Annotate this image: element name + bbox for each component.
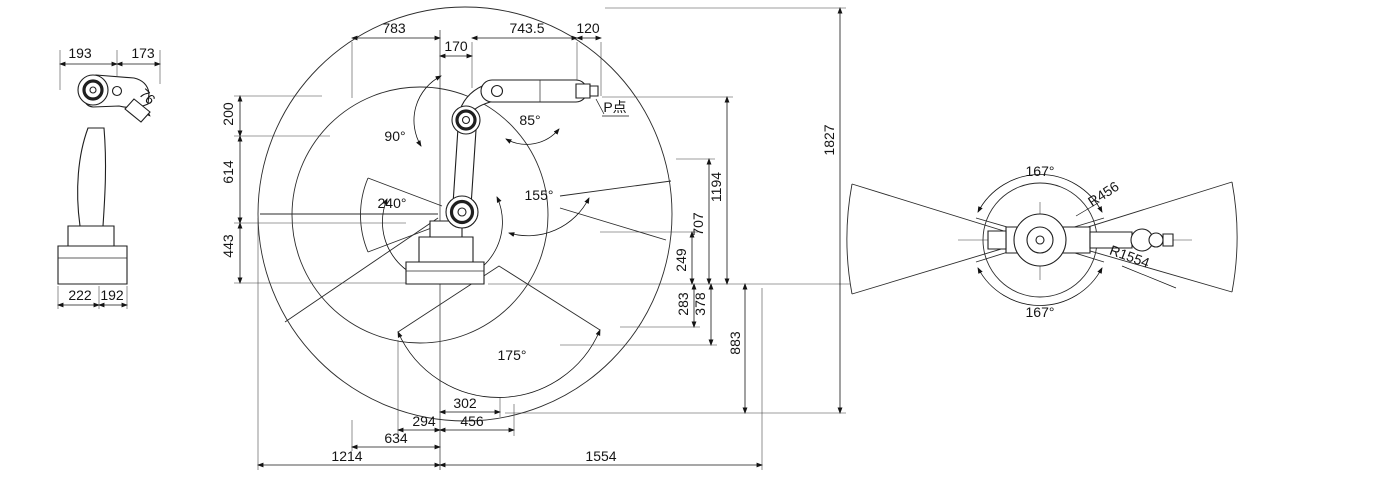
elbow-joint-ring — [455, 109, 477, 131]
dim-label-192: 192 — [100, 287, 124, 303]
dim-label-193: 193 — [68, 45, 92, 61]
forearm — [480, 79, 588, 103]
shoulder-joint-ring — [82, 79, 104, 101]
leader-lines — [595, 98, 1177, 289]
dim-label-222: 222 — [68, 287, 92, 303]
dim-label-170: 170 — [444, 38, 468, 54]
dim-label-294: 294 — [412, 413, 436, 429]
r1554-leader — [1121, 265, 1177, 289]
left-reach-arc — [846, 183, 853, 295]
column-link — [77, 127, 107, 227]
sector-radial-lines — [260, 213, 439, 323]
tool-flange — [1162, 233, 1174, 247]
inner-envelope-circle — [291, 86, 549, 344]
rotation-wedge-lines — [851, 181, 1233, 295]
robot-top-view — [987, 213, 1174, 267]
rear-housing — [987, 230, 1007, 250]
shoulder-joint-hub — [89, 86, 97, 94]
wrist-sector-lines — [397, 265, 601, 333]
dim-label-883: 883 — [727, 331, 743, 355]
right-reach-arc — [1231, 181, 1238, 293]
wrist-tool — [124, 98, 151, 123]
base-joint-hub — [1035, 235, 1045, 245]
dim-label-614: 614 — [220, 160, 236, 184]
bottom-extension-lines — [257, 218, 763, 470]
dim-label-1554: 1554 — [585, 448, 616, 464]
left-extension-lines — [234, 95, 406, 284]
angle-label-90: 90° — [384, 128, 405, 144]
dim-label-378: 378 — [692, 292, 708, 316]
angle-arc-167-top — [977, 174, 1103, 213]
dim-label-200: 200 — [220, 102, 236, 126]
dim-label-283: 283 — [675, 292, 691, 316]
j2-joint-hub — [457, 207, 467, 217]
dim-label-1194: 1194 — [708, 172, 724, 202]
dimension-lines — [57, 7, 843, 468]
j2-joint-ring — [449, 199, 475, 225]
lower-arm-link — [452, 127, 477, 207]
base-plate — [405, 261, 485, 285]
radius-label-r456: R456 — [1085, 178, 1122, 210]
dim-label-1827: 1827 — [821, 124, 837, 155]
right-extension-lines — [488, 7, 850, 414]
angle-arc-155 — [508, 197, 590, 237]
angle-label-175: 175° — [498, 347, 527, 363]
forearm-joint-detail — [490, 84, 504, 98]
arm-detail-bolt — [111, 85, 123, 97]
dim-label-456: 456 — [460, 413, 484, 429]
robot-side-view — [57, 74, 151, 285]
dim-label-634: 634 — [384, 430, 408, 446]
dim-label-249: 249 — [673, 248, 689, 272]
angle-arc-175 — [397, 329, 601, 398]
angle-label-167-bottom: 167° — [1026, 304, 1055, 320]
dim-label-1214: 1214 — [331, 448, 362, 464]
wrist-joint-2 — [1148, 232, 1164, 248]
robot-front-view — [405, 79, 599, 285]
angle-label-167-top: 167° — [1026, 163, 1055, 179]
dim-label-173: 173 — [131, 45, 155, 61]
p-point-label: P点 — [603, 99, 626, 115]
labels: 193 173 76 222 192 783 743.5 120 170 200… — [68, 20, 1152, 464]
angle-arc-167-bottom — [977, 267, 1103, 306]
dim-label-743-5: 743.5 — [509, 20, 544, 36]
pedestal — [418, 236, 474, 263]
top-extension-lines — [351, 42, 602, 98]
outer-envelope-circle — [257, 6, 673, 422]
r456-leader — [1075, 202, 1099, 217]
angle-label-155: 155° — [525, 187, 554, 203]
dim-label-302: 302 — [453, 395, 477, 411]
angle-arc-85 — [505, 128, 560, 145]
p-point-leader — [595, 98, 605, 115]
angle-label-240: 240° — [378, 195, 407, 211]
arm — [1089, 231, 1133, 249]
wrist-block — [575, 83, 591, 99]
dim-label-120: 120 — [576, 20, 600, 36]
base-plate — [57, 245, 128, 285]
dim-label-443: 443 — [220, 234, 236, 258]
dim-label-707: 707 — [690, 212, 706, 236]
pedestal — [67, 225, 115, 247]
elbow-joint-hub — [461, 115, 471, 125]
angle-label-85: 85° — [519, 112, 540, 128]
right-wedge — [559, 180, 672, 241]
tool-flange — [589, 85, 599, 97]
dim-label-783: 783 — [382, 20, 406, 36]
angle-arc-90 — [413, 75, 442, 147]
